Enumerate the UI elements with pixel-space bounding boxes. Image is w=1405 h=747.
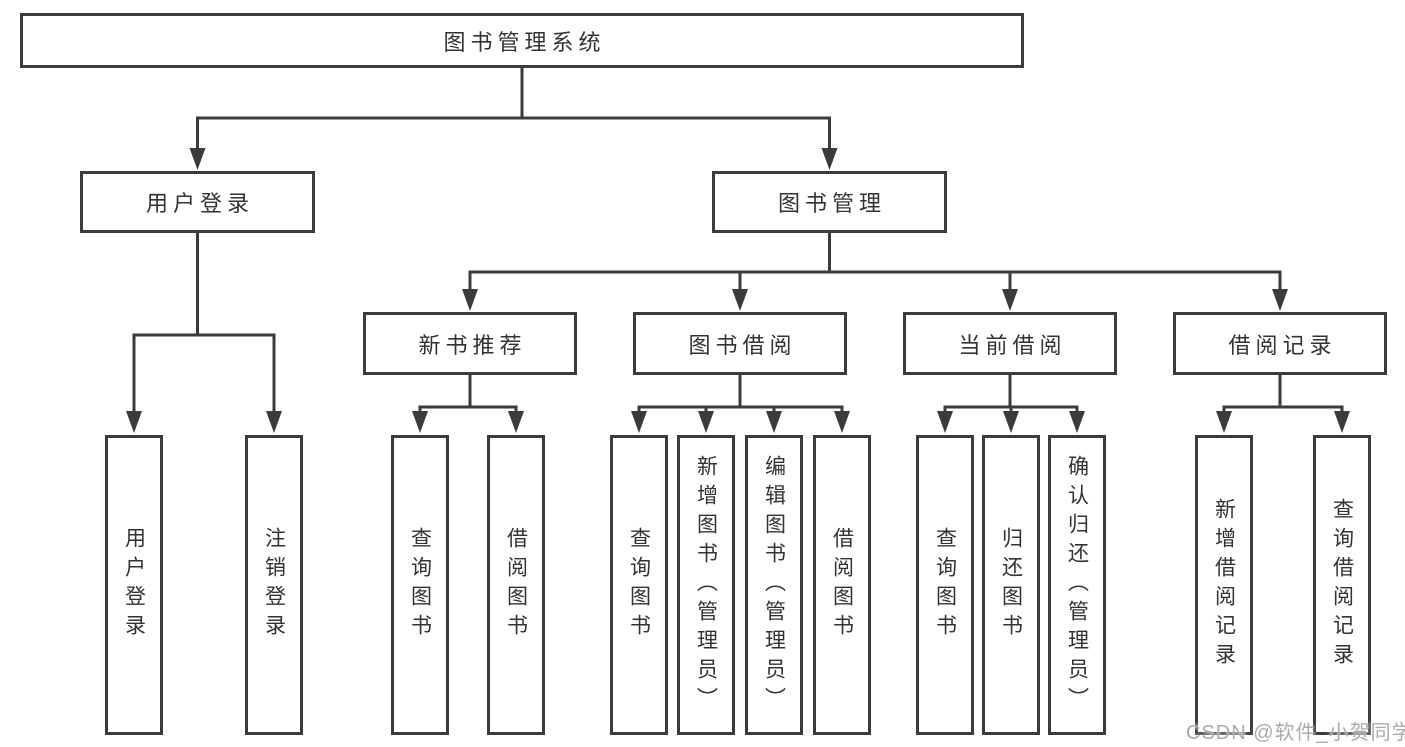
arrowhead <box>1216 411 1232 433</box>
node-borrowing-records: 借阅记录 <box>1173 312 1387 375</box>
arrowhead <box>189 148 206 170</box>
arrowhead <box>631 411 647 433</box>
leaf-borrowing-borrow-books: 借阅图书 <box>813 435 871 735</box>
arrowhead <box>937 411 953 433</box>
leaf-records-query-record: 查询借阅记录 <box>1313 435 1371 735</box>
leaf-borrowing-edit-books-admin: 编辑图书（管理员） <box>745 435 803 735</box>
arrowheads <box>126 148 1350 433</box>
edges-level-2 <box>468 233 1282 291</box>
arrowhead <box>698 411 714 433</box>
arrowhead <box>732 289 748 311</box>
arrowhead <box>462 289 478 311</box>
arrowhead <box>126 411 142 433</box>
edges-level-1 <box>196 68 831 150</box>
arrowhead <box>1069 411 1085 433</box>
edges-user-login-group <box>132 233 276 413</box>
arrowhead <box>766 411 782 433</box>
leaf-recommend-borrow-books: 借阅图书 <box>487 435 545 735</box>
node-book-management: 图书管理 <box>712 171 947 233</box>
leaf-user-login: 用户登录 <box>105 435 163 735</box>
node-book-borrowing: 图书借阅 <box>633 312 847 375</box>
leaf-borrowing-add-books-admin: 新增图书（管理员） <box>677 435 735 735</box>
arrowhead <box>821 148 838 170</box>
edges-new-book-group <box>418 375 518 413</box>
arrowhead <box>412 411 428 433</box>
arrowhead <box>508 411 524 433</box>
edges-current-borrow-group <box>943 375 1079 413</box>
leaf-borrowing-query-books: 查询图书 <box>610 435 668 735</box>
leaf-logout: 注销登录 <box>245 435 303 735</box>
edges-borrow-record-group <box>1222 375 1344 413</box>
leaf-records-add-record: 新增借阅记录 <box>1195 435 1253 735</box>
leaf-recommend-query-books: 查询图书 <box>391 435 449 735</box>
arrowhead <box>834 411 850 433</box>
arrowhead <box>1002 289 1018 311</box>
arrowhead <box>266 411 282 433</box>
node-root-system: 图书管理系统 <box>20 13 1024 68</box>
node-new-book-recommend: 新书推荐 <box>363 312 577 375</box>
watermark: CSDN @软件_小贺同学 <box>1186 722 1405 744</box>
arrowhead <box>1003 411 1019 433</box>
leaf-current-return-books: 归还图书 <box>982 435 1040 735</box>
node-current-borrowing: 当前借阅 <box>903 312 1117 375</box>
leaf-current-confirm-return-admin: 确认归还（管理员） <box>1048 435 1106 735</box>
edges-book-borrow-group <box>637 375 844 413</box>
arrowhead <box>1272 289 1288 311</box>
arrowhead <box>1334 411 1350 433</box>
node-user-login: 用户登录 <box>80 171 315 233</box>
leaf-current-query-books: 查询图书 <box>916 435 974 735</box>
